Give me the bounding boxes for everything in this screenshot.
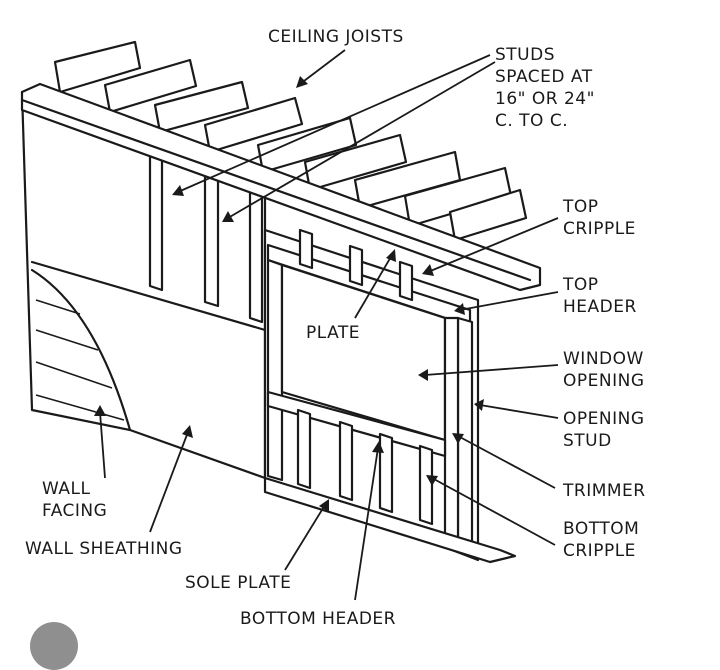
bottom-cripple-1 [296, 408, 312, 490]
joist-9 [448, 188, 528, 242]
label-plate: PLATE [306, 323, 361, 343]
bottom-cripple-2 [338, 420, 354, 502]
stud-b [203, 166, 220, 308]
joist-5 [256, 116, 358, 174]
joist-2 [103, 58, 198, 114]
wall-framing-diagram: CEILING JOISTS STUDS SPACED AT 16" OR 24… [20, 27, 646, 670]
leader-lines [94, 49, 559, 601]
bottom-header-member [266, 390, 447, 458]
trimmer-stud [443, 316, 460, 542]
sheathing-seam [30, 260, 267, 332]
bottom-cripple-3 [378, 432, 394, 514]
label-top-cripple: TOP CRIPPLE [563, 197, 636, 239]
facing-board-4 [35, 394, 125, 421]
top-cripple-3 [398, 260, 414, 302]
sole-plate [263, 476, 517, 564]
label-ceiling-joists: CEILING JOISTS [268, 27, 404, 47]
label-bottom-header: BOTTOM HEADER [240, 609, 396, 629]
label-window-opening: WINDOW OPENING [563, 349, 645, 391]
top-cripple-2 [348, 244, 364, 287]
stud-a [148, 148, 164, 292]
label-top-header: TOP HEADER [563, 275, 637, 317]
opening-stud [456, 316, 474, 547]
top-cripple-1 [298, 228, 314, 270]
facing-board-1 [35, 299, 81, 315]
studs [148, 148, 264, 324]
wall-facing-edge [30, 268, 132, 432]
corner-overlay-circle [30, 622, 78, 670]
facing-board-3 [35, 361, 113, 389]
label-bottom-cripple: BOTTOM CRIPPLE [563, 519, 640, 561]
left-trimmer [266, 258, 284, 482]
window-frame [263, 228, 480, 562]
joist-6 [303, 133, 408, 192]
label-wall-facing: WALL FACING [42, 479, 108, 521]
label-wall-sheathing: WALL SHEATHING [25, 539, 183, 559]
joist-1 [53, 40, 142, 94]
facing-board-2 [35, 329, 99, 351]
label-trimmer: TRIMMER [563, 481, 646, 501]
ceiling-joists [53, 40, 528, 242]
label-sole-plate: SOLE PLATE [185, 573, 292, 593]
label-studs-spacing: STUDS SPACED AT 16" OR 24" C. TO C. [495, 45, 595, 131]
sole-plate-member [263, 476, 517, 564]
joist-4 [203, 96, 304, 154]
bottom-cripple-4 [418, 444, 434, 526]
framing-illustration [20, 40, 559, 601]
joist-3 [153, 80, 250, 134]
label-opening-stud: OPENING STUD [563, 409, 645, 451]
